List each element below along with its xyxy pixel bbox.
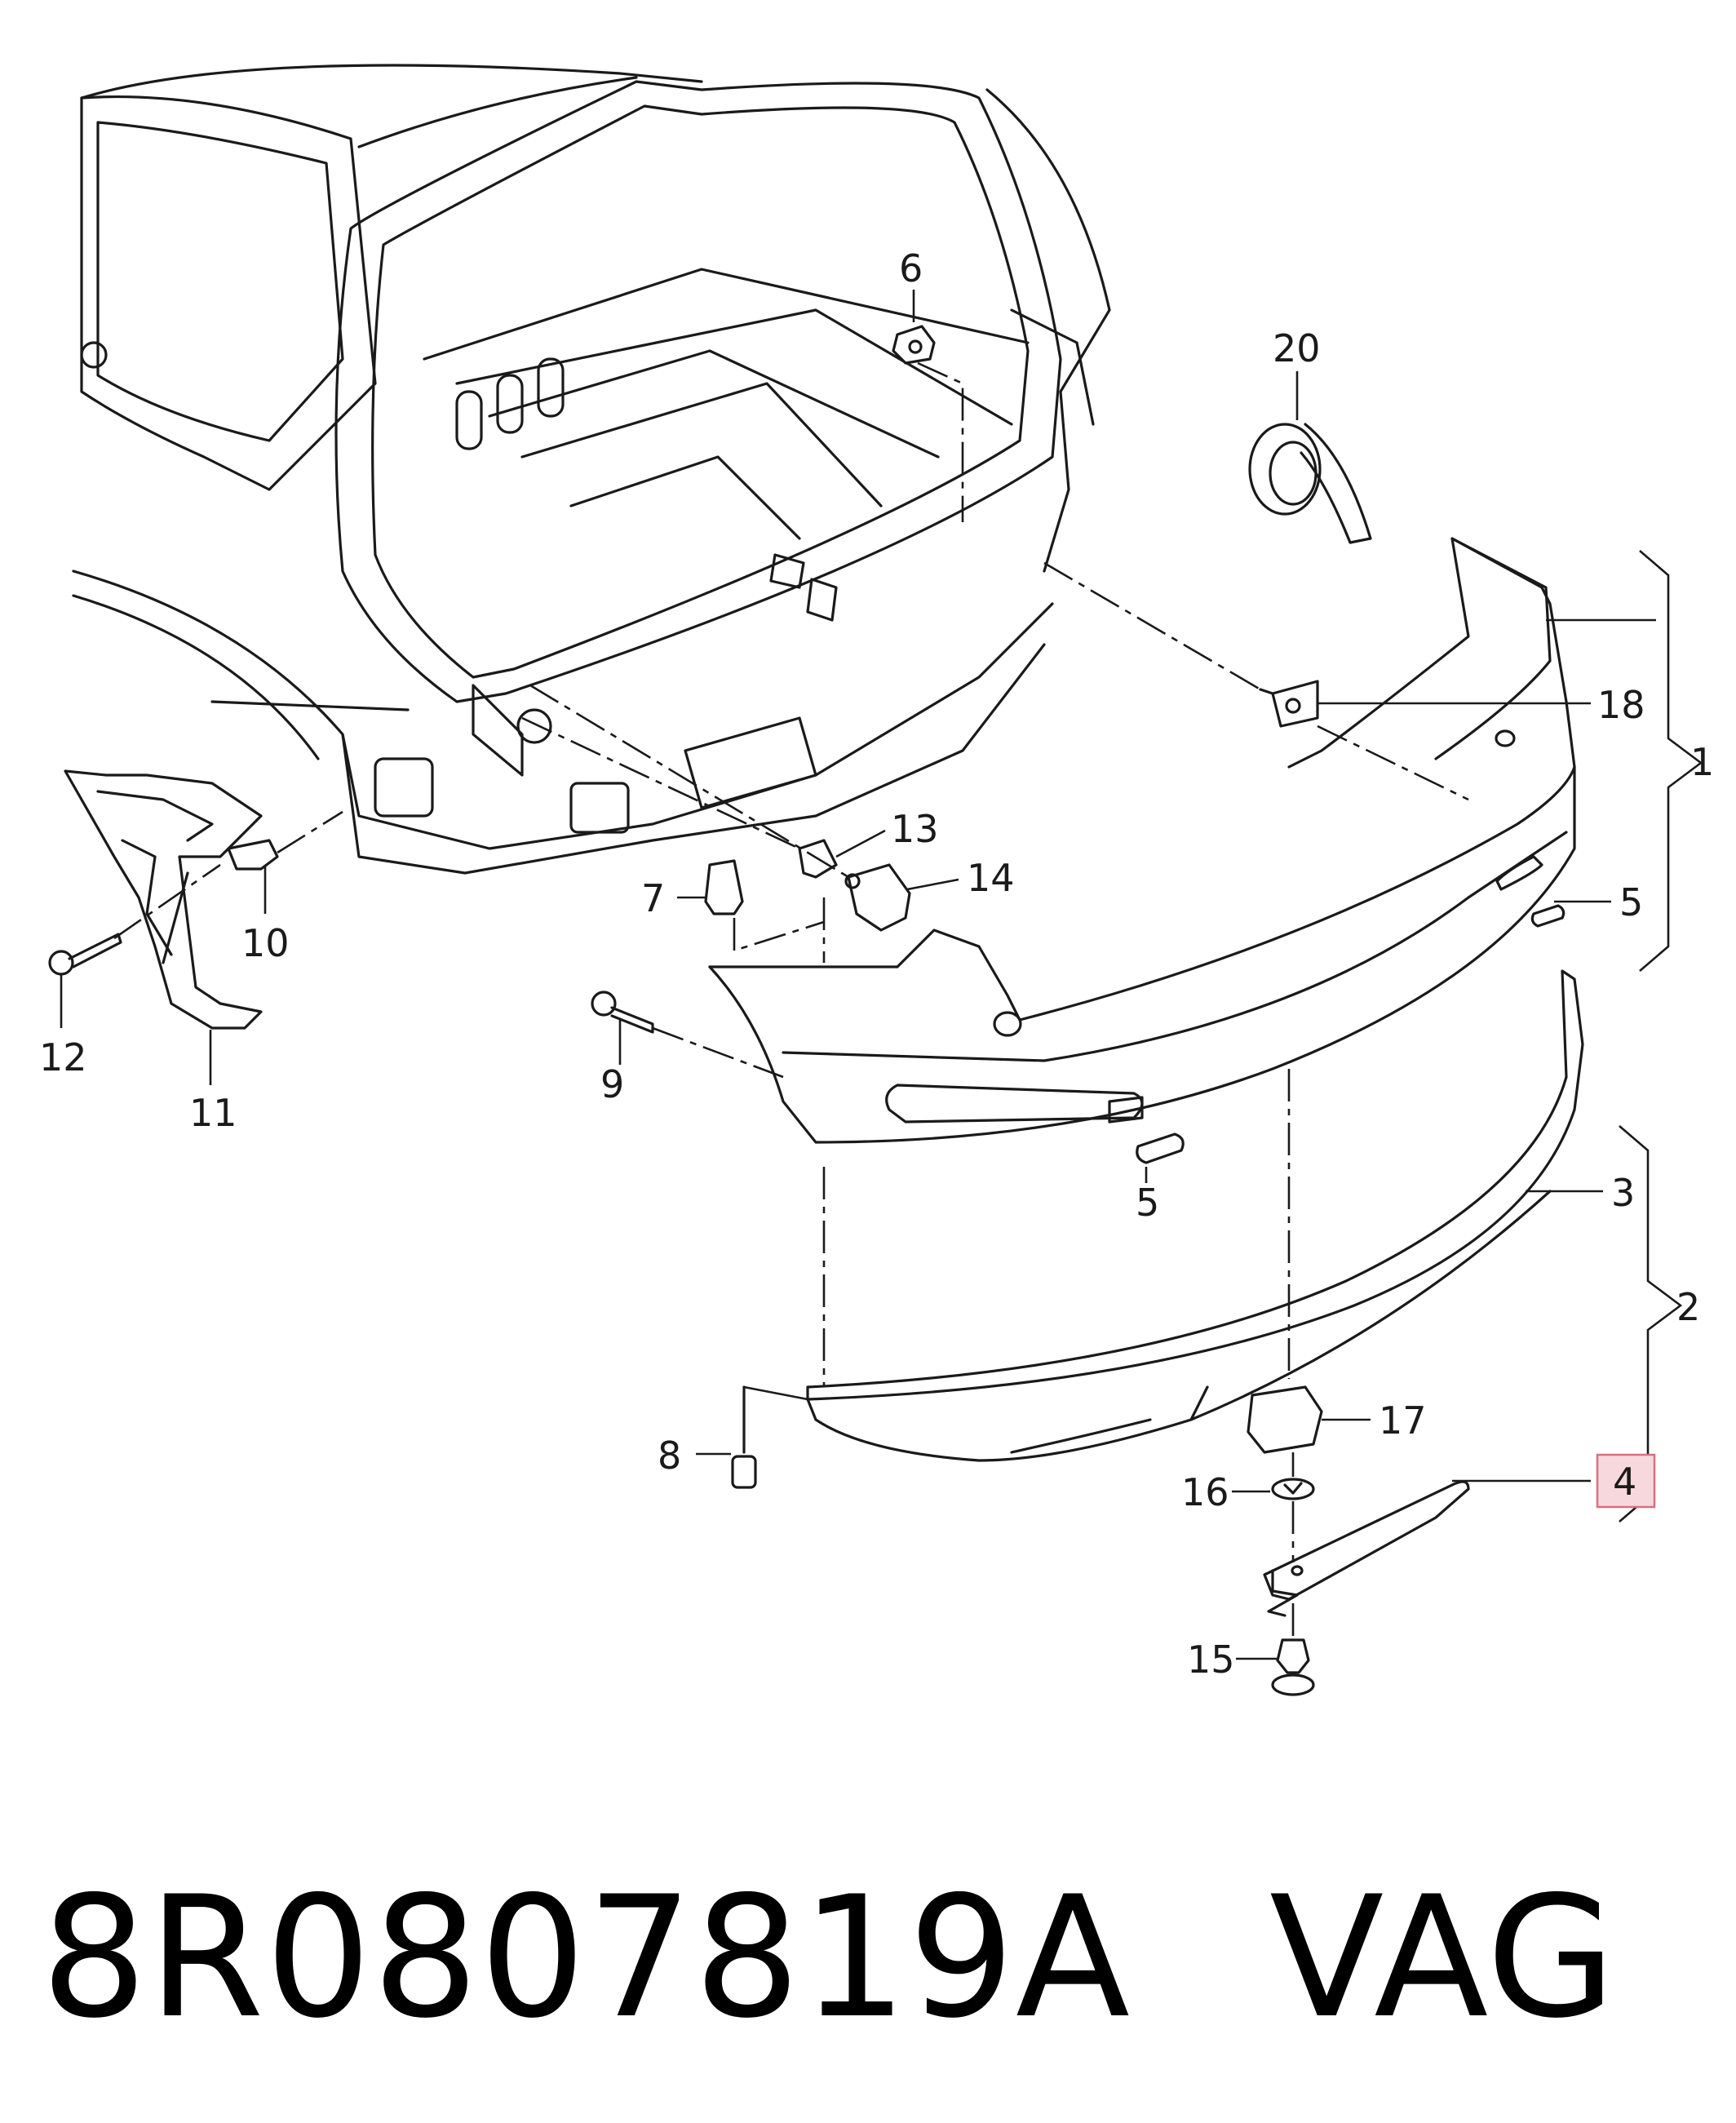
callout-5-lower: 5 xyxy=(1136,1181,1159,1225)
callout-2: 2 xyxy=(1676,1285,1700,1329)
callout-labels: 1 2 3 4 5 5 6 7 8 9 10 11 12 13 14 15 16… xyxy=(39,246,1714,1682)
callout-1: 1 xyxy=(1690,740,1714,784)
callout-15: 15 xyxy=(1187,1638,1235,1682)
side-bracket-4 xyxy=(1263,1480,1470,1617)
fasteners xyxy=(48,325,1372,1696)
callout-18: 18 xyxy=(1597,683,1645,727)
callout-7: 7 xyxy=(641,876,665,920)
part-number: 8R0807819A xyxy=(41,1861,1132,2055)
callout-4-highlight xyxy=(1596,1453,1656,1509)
callout-14: 14 xyxy=(967,856,1015,900)
parts-exploded-diagram: 1 2 3 4 5 5 6 7 8 9 10 11 12 13 14 15 16… xyxy=(39,64,1714,1696)
callout-13: 13 xyxy=(891,807,939,851)
callout-11: 11 xyxy=(189,1091,237,1135)
assembly-lines xyxy=(113,361,1469,1636)
callout-6: 6 xyxy=(899,246,923,290)
callout-20: 20 xyxy=(1273,326,1321,370)
part-caption: 8R0807819A VAG xyxy=(41,1844,1617,2072)
callout-10: 10 xyxy=(241,921,290,965)
callout-12: 12 xyxy=(39,1035,87,1079)
brand-name: VAG xyxy=(1269,1861,1617,2055)
callout-5-right: 5 xyxy=(1619,880,1643,924)
callout-8: 8 xyxy=(658,1434,681,1478)
lower-diffuser-trim xyxy=(806,969,1584,1462)
callout-16: 16 xyxy=(1181,1470,1229,1514)
callout-9: 9 xyxy=(600,1062,624,1106)
mount-bracket-11 xyxy=(64,769,263,1030)
vehicle-rear-body xyxy=(72,64,1111,875)
callout-3: 3 xyxy=(1611,1171,1635,1215)
bumper-cover xyxy=(708,537,1576,1164)
callout-17: 17 xyxy=(1379,1398,1427,1443)
callout-4: 4 xyxy=(1613,1460,1636,1504)
